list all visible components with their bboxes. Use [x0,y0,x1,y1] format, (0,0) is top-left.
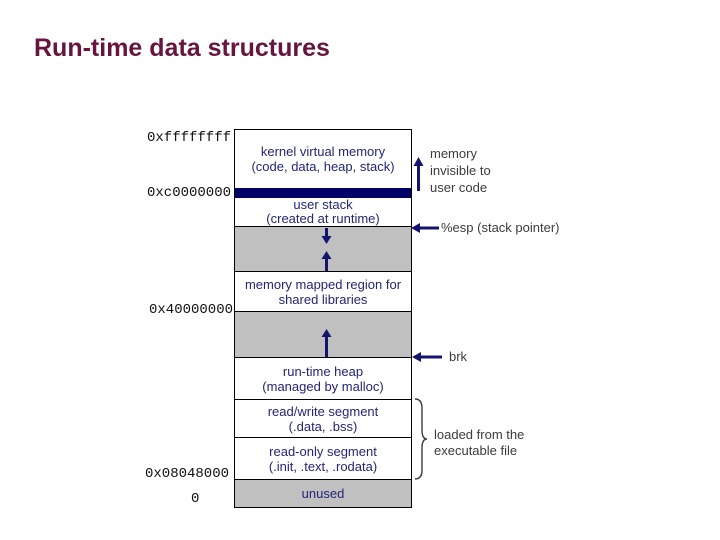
brk-pointer-left-arrow-icon [412,352,442,362]
segment-read-write: read/write segment (.data, .bss) [235,400,411,438]
segment-memory-mapped-region: memory mapped region for shared librarie… [235,272,411,312]
address-label-0xc0000000: 0xc0000000 [147,185,232,201]
segment-label: run-time heap [282,363,364,379]
memory-layout-column: kernel virtual memory (code, data, heap,… [234,129,412,508]
segment-label: read-only segment [269,443,377,459]
segment-read-only: read-only segment (.init, .text, .rodata… [235,438,411,480]
segment-runtime-heap: run-time heap (managed by malloc) [235,358,411,400]
segment-label: unused [301,486,345,501]
segment-kernel-virtual-memory: kernel virtual memory (code, data, heap,… [235,130,411,188]
kernel-boundary-bar [235,188,411,198]
kernel-region-up-arrow-icon [413,157,424,191]
memory-invisible-note: memory invisible to user code [430,146,491,195]
segment-label: user stack [293,197,353,212]
mmap-growth-up-arrow-icon [321,251,332,271]
heap-growth-up-arrow-icon [321,329,332,357]
segment-label: read/write segment [267,403,379,419]
segment-unused: unused [235,480,411,507]
address-label-0x08048000: 0x08048000 [145,466,230,482]
segment-label: (managed by malloc) [262,378,384,394]
segment-gray-gap-stack [235,227,411,272]
segment-label: memory mapped region for [244,276,402,292]
segment-label: (.init, .text, .rodata) [268,458,378,474]
segment-user-stack: user stack (created at runtime) [235,198,411,227]
stack-growth-down-arrow-icon [321,228,332,244]
loaded-from-executable-brace-icon [414,398,428,480]
loaded-from-executable-note: loaded from the executable file [434,427,525,458]
brk-note: brk [449,349,468,364]
segment-label: (.data, .bss) [288,418,358,434]
address-label-0x40000000: 0x40000000 [149,302,234,318]
esp-stack-pointer-note: %esp (stack pointer) [441,220,560,235]
page-title: Run-time data structures [34,34,330,62]
address-label-0: 0 [191,491,200,507]
segment-label: (created at runtime) [266,211,380,226]
esp-pointer-left-arrow-icon [411,223,439,233]
segment-label: shared libraries [278,291,368,307]
address-label-0xffffffff: 0xffffffff [147,130,232,146]
segment-label: kernel virtual memory [260,144,386,159]
segment-label: (code, data, heap, stack) [251,159,395,174]
